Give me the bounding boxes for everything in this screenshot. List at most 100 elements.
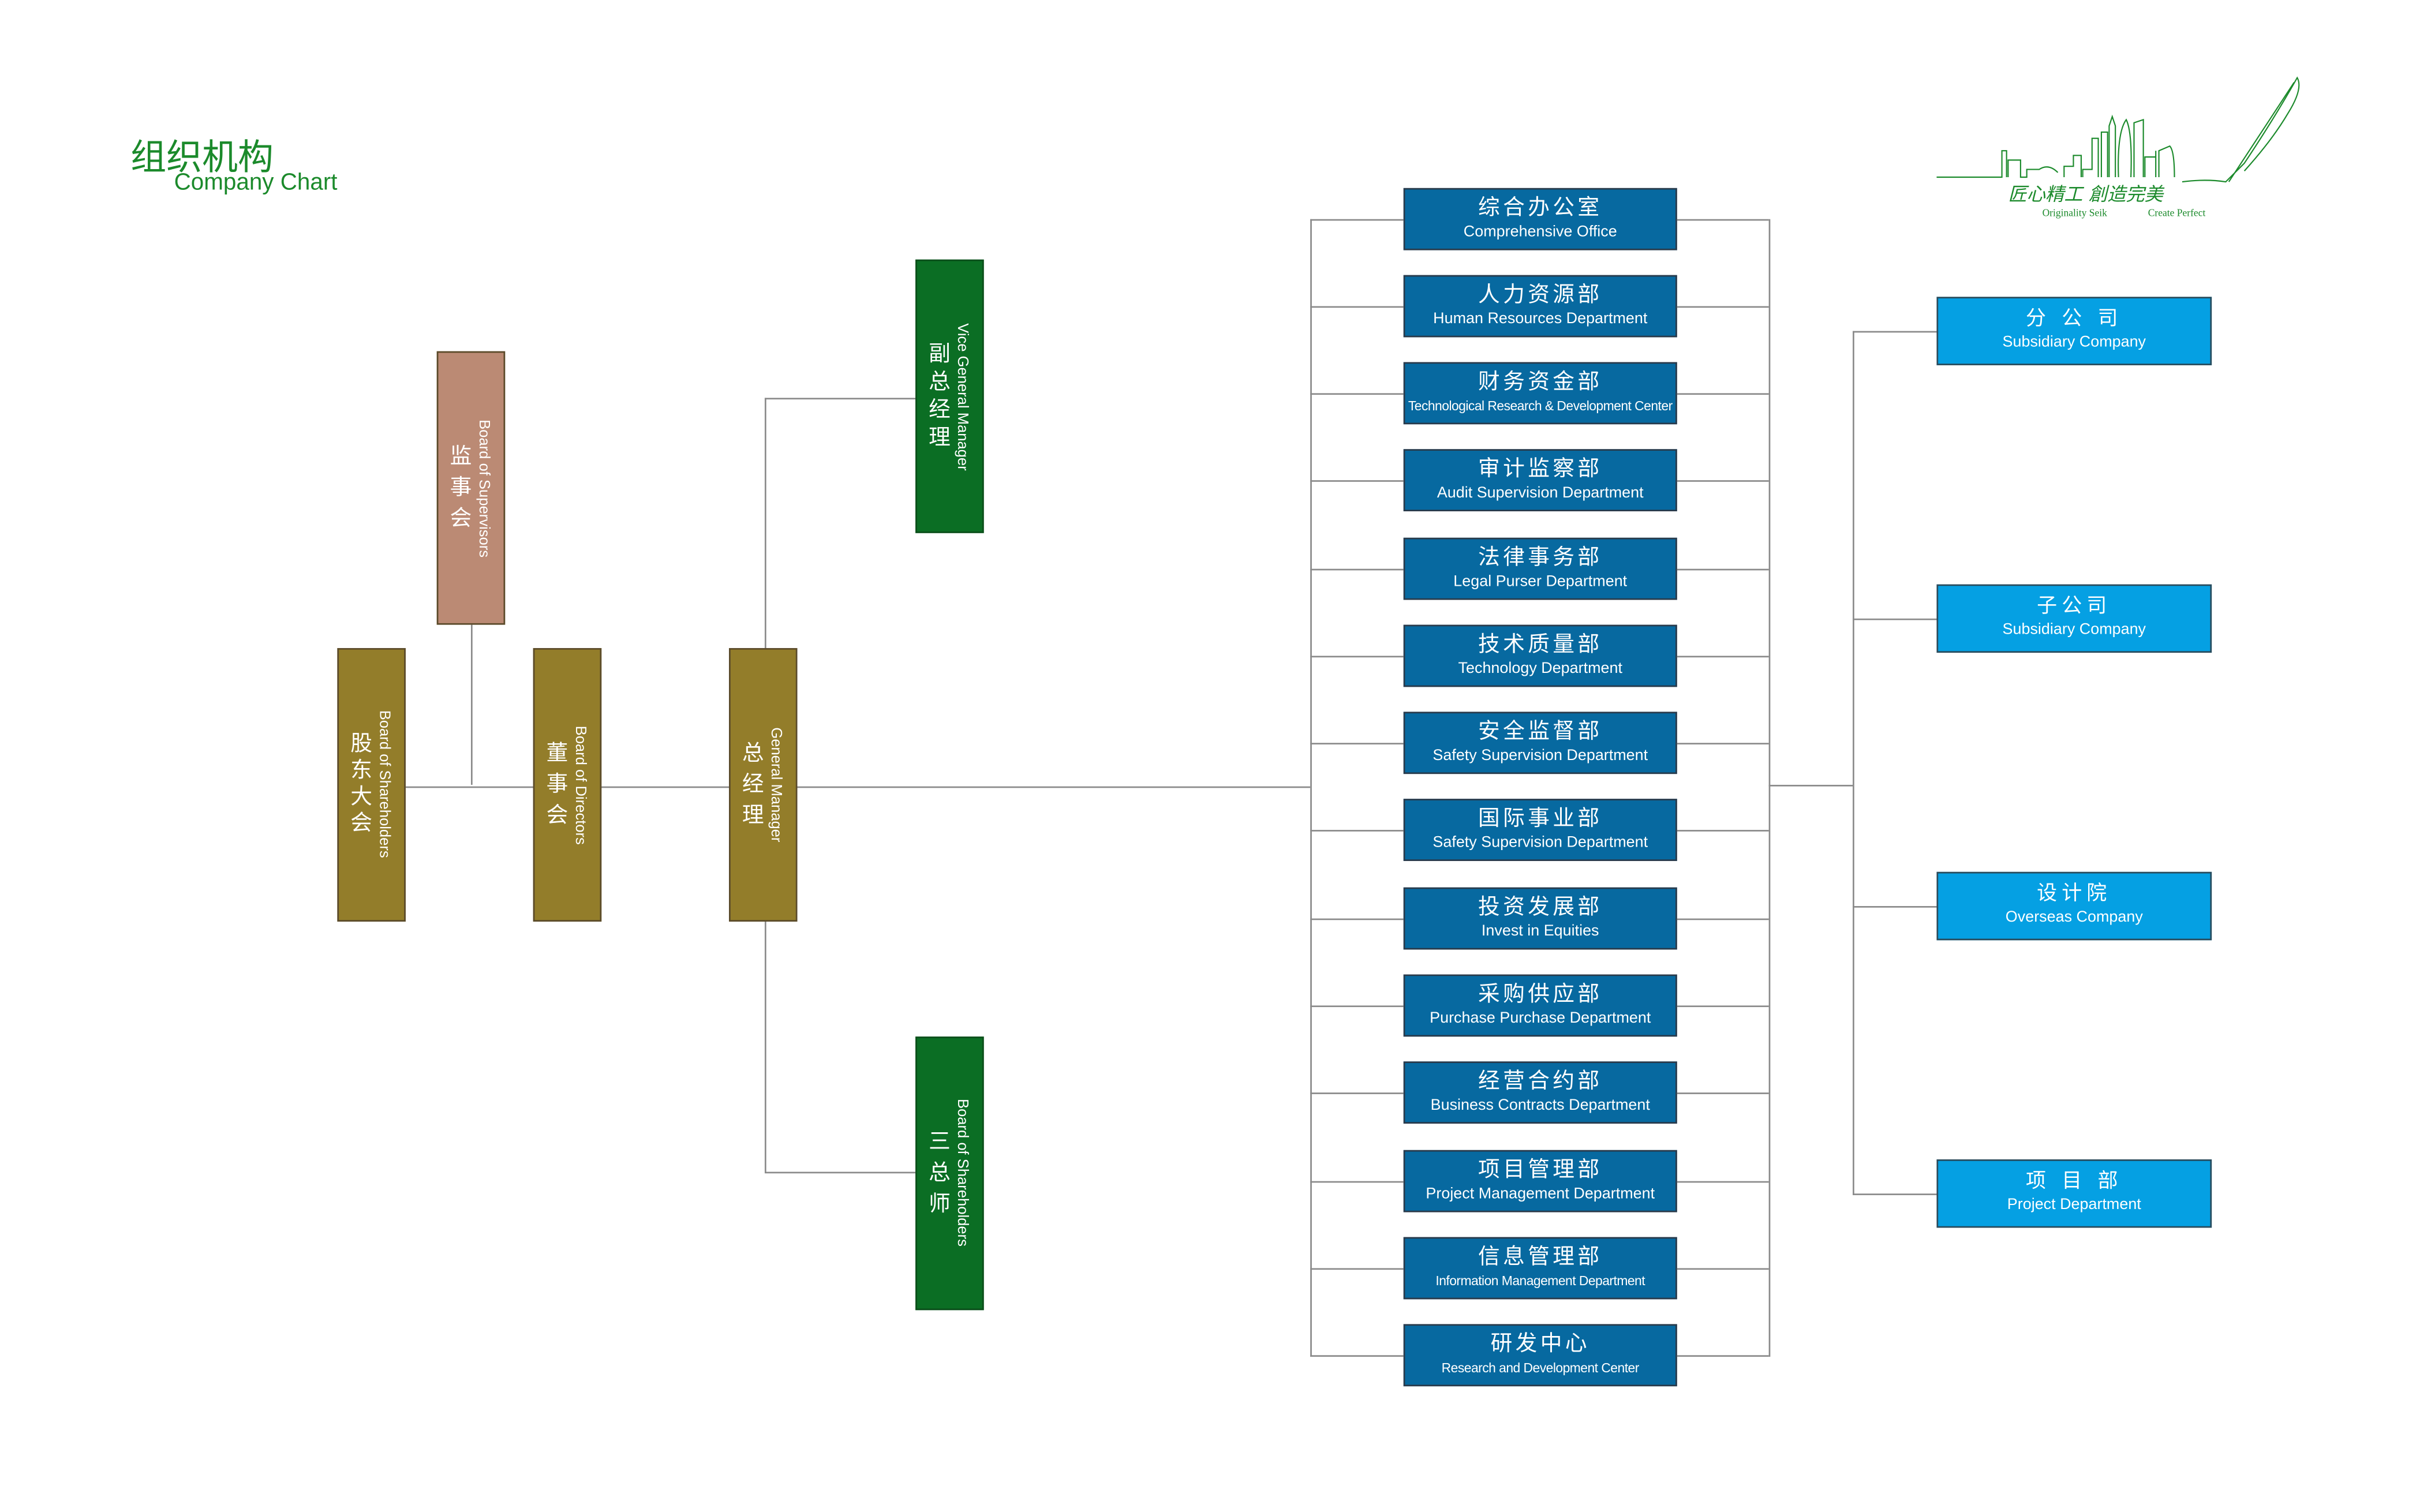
dept-bus-left (1310, 219, 1312, 1357)
department-connector (1310, 656, 1404, 658)
department-name-en: Research and Development Center (1441, 1360, 1640, 1376)
department-connector (1677, 918, 1769, 920)
department-connector (1677, 393, 1769, 395)
department-name-cn: 法律事务部 (1478, 545, 1603, 571)
connector-supervisors (470, 624, 473, 785)
department-name-en: Legal Purser Department (1453, 573, 1628, 591)
subsidiary-name-en: Overseas Company (2005, 909, 2143, 927)
department-connector (1310, 743, 1404, 744)
department-name-en: Human Resources Department (1433, 310, 1648, 328)
department-name-cn: 项目管理部 (1478, 1158, 1603, 1183)
department-connector (1310, 1355, 1404, 1357)
subsidiary-connector (1853, 1193, 1937, 1195)
box-vice-general-manager[interactable]: Vice General Manager 副总经理 (915, 259, 984, 533)
department-name-cn: 安全监督部 (1478, 719, 1603, 744)
label-en: Board of Shareholders (953, 1099, 971, 1248)
department-connector (1677, 1355, 1769, 1357)
department-box[interactable]: 研发中心 Research and Development Center (1403, 1324, 1677, 1387)
connector-chiefs (764, 1172, 916, 1174)
label-en: Vice General Manager (953, 322, 971, 470)
department-box[interactable]: 项目管理部 Project Management Department (1403, 1150, 1677, 1212)
department-connector (1310, 1181, 1404, 1183)
department-name-en: Technology Department (1458, 660, 1622, 678)
department-connector (1677, 306, 1769, 308)
department-name-cn: 财务资金部 (1478, 369, 1603, 395)
department-connector (1310, 1092, 1404, 1094)
department-name-cn: 投资发展部 (1478, 895, 1603, 920)
department-name-cn: 采购供应部 (1478, 982, 1603, 1008)
subsidiary-name-en: Subsidiary Company (2002, 622, 2146, 639)
dept-bus-right (1768, 219, 1771, 1357)
connector-vgm (764, 398, 916, 400)
subsidiary-name-cn: 设计院 (2037, 882, 2112, 907)
subsidiary-box[interactable]: 分 公 司 Subsidiary Company (1936, 297, 2212, 365)
department-connector (1310, 393, 1404, 395)
logo-slogan-en-2: Create Perfect (2148, 207, 2206, 218)
department-box[interactable]: 综合办公室 Comprehensive Office (1403, 188, 1677, 250)
label-cn: 监事会 (450, 444, 472, 532)
subsidiary-name-cn: 子公司 (2037, 595, 2112, 619)
logo-slogan-en-1: Originality Seik (2043, 207, 2108, 218)
box-three-chiefs[interactable]: Board of Shareholders 三总师 (915, 1036, 984, 1311)
subsidiary-box[interactable]: 子公司 Subsidiary Company (1936, 584, 2212, 653)
label-cn: 股东大会 (350, 732, 372, 836)
department-name-cn: 经营合约部 (1478, 1069, 1603, 1094)
skyline-icon (1936, 76, 2300, 183)
label-cn: 董事会 (546, 741, 568, 829)
subsidiary-name-en: Subsidiary Company (2002, 334, 2146, 351)
department-name-en: Invest in Equities (1481, 923, 1599, 941)
department-connector (1310, 480, 1404, 482)
box-board-of-shareholders[interactable]: Board of Shareholders 股东大会 (337, 648, 406, 922)
subsidiary-box[interactable]: 设计院 Overseas Company (1936, 871, 2212, 941)
label-en: Board of Supervisors (474, 419, 492, 557)
department-name-cn: 综合办公室 (1478, 196, 1603, 221)
page-subtitle: Company Chart (174, 169, 338, 196)
department-connector (1677, 1092, 1769, 1094)
connector-main (405, 786, 1311, 788)
connector-subsidiaries (1768, 784, 1853, 787)
department-name-cn: 人力资源部 (1478, 283, 1603, 308)
box-board-of-directors[interactable]: Board of Directors 董事会 (533, 648, 602, 922)
department-connector (1677, 568, 1769, 571)
department-name-en: Project Management Department (1426, 1185, 1655, 1203)
department-name-en: Safety Supervision Department (1432, 834, 1648, 852)
department-box[interactable]: 投资发展部 Invest in Equities (1403, 887, 1677, 950)
department-name-en: Audit Supervision Department (1437, 485, 1644, 502)
department-connector (1310, 306, 1404, 308)
department-connector (1310, 918, 1404, 920)
department-connector (1677, 1181, 1769, 1183)
connector-gm-up (764, 398, 766, 648)
department-connector (1310, 219, 1404, 221)
department-name-en: Comprehensive Office (1463, 223, 1617, 241)
connector-gm-down (764, 921, 766, 1172)
logo-slogan-cn: 匠心精工 創造完美 (2008, 183, 2164, 205)
subsidiary-connector (1853, 331, 1937, 333)
box-board-of-supervisors[interactable]: Board of Supervisors 监事会 (436, 351, 506, 625)
department-connector (1677, 219, 1769, 221)
department-name-cn: 研发中心 (1490, 1331, 1590, 1357)
department-connector (1310, 1005, 1404, 1008)
department-name-en: Information Management Department (1435, 1273, 1645, 1289)
department-box[interactable]: 法律事务部 Legal Purser Department (1403, 537, 1677, 600)
label-cn: 三总师 (929, 1129, 951, 1217)
department-connector (1677, 480, 1769, 482)
department-connector (1310, 830, 1404, 832)
subsidiary-bus (1853, 331, 1854, 1195)
label-cn: 总经理 (742, 741, 764, 829)
department-connector (1310, 1268, 1404, 1270)
subsidiary-name-en: Project Department (2007, 1196, 2141, 1214)
page-title: 组织机构 (130, 138, 274, 179)
box-general-manager[interactable]: General Manager 总经理 (729, 648, 798, 922)
department-box[interactable]: 人力资源部 Human Resources Department (1403, 275, 1677, 338)
department-connector (1310, 568, 1404, 571)
subsidiary-name-cn: 分 公 司 (2025, 308, 2123, 331)
